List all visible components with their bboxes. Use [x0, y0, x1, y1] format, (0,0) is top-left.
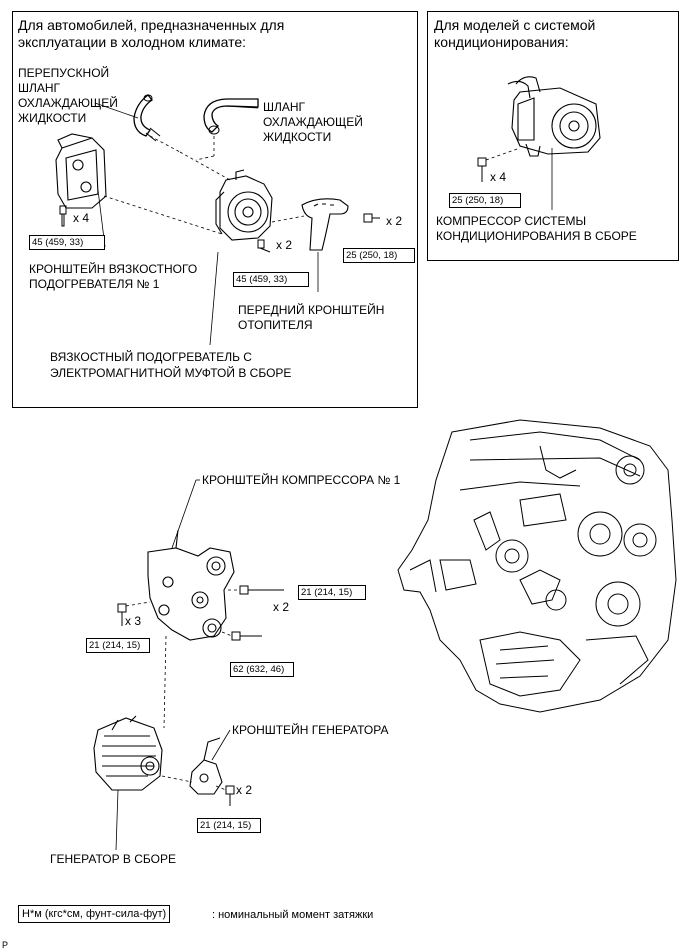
bypass-hose-label: ПЕРЕПУСКНОЙ ШЛАНГ ОХЛАЖДАЮЩЕЙ ЖИДКОСТИ	[18, 66, 118, 125]
right-bolt-qty: x 2	[273, 600, 290, 614]
ac-bolt-qty: x 4	[490, 170, 507, 184]
bracket-torque-box: 45 (459, 33)	[29, 235, 105, 250]
front-heater-bracket-drawing	[301, 198, 349, 251]
torque-legend-box: Н*м (кгс*см, фунт-сила-фут)	[18, 905, 171, 923]
ac-models-panel	[427, 11, 679, 261]
lower-bolt-torque-box: 62 (632, 46)	[230, 662, 294, 677]
generator-bracket-drawing	[189, 737, 223, 795]
front-bracket-torque-box: 25 (250, 18)	[343, 248, 415, 263]
bypass-hose-drawing	[133, 94, 161, 142]
viscous-bracket-label: КРОНШТЕЙН ВЯЗКОСТНОГО ПОДОГРЕВАТЕЛЯ № 1	[29, 262, 198, 291]
left-bolt-qty: x 3	[125, 614, 142, 628]
coolant-hose-drawing	[203, 98, 259, 135]
ac-torque-box: 25 (250, 18)	[449, 193, 521, 208]
front-bracket-bolt-qty: x 2	[386, 214, 403, 228]
right-bolt-torque-box: 21 (214, 15)	[298, 585, 366, 600]
heater-bolt-qty: x 2	[276, 238, 293, 252]
generator-label: ГЕНЕРАТОР В СБОРЕ	[50, 852, 176, 866]
left-bolt-torque-box: 21 (214, 15)	[86, 638, 150, 653]
cold-climate-panel	[12, 11, 418, 408]
viscous-heater-label: ВЯЗКОСТНЫЙ ПОДОГРЕВАТЕЛЬ С ЭЛЕКТРОМАГНИТ…	[50, 350, 292, 380]
generator-bolt-qty: x 2	[236, 783, 253, 797]
torque-legend-text: : номинальный момент затяжки	[212, 909, 374, 921]
cold-bolts	[59, 205, 380, 253]
bracket-bolts	[117, 585, 284, 641]
viscous-heater-bracket-drawing	[55, 133, 107, 209]
ac-bolt	[477, 157, 487, 182]
compressor-bracket-drawing	[147, 529, 235, 641]
generator-bracket-label: КРОНШТЕЙН ГЕНЕРАТОРА	[232, 723, 389, 737]
compressor-bracket-label: КРОНШТЕЙН КОМПРЕССОРА № 1	[202, 473, 401, 487]
corner-mark: P	[2, 940, 9, 950]
generator-drawing	[93, 715, 163, 791]
coolant-hose-label: ШЛАНГ ОХЛАЖДАЮЩЕЙ ЖИДКОСТИ	[263, 100, 363, 144]
viscous-heater-drawing	[215, 169, 273, 241]
cold-climate-title: Для автомобилей, предназначенных для экс…	[18, 17, 285, 50]
generator-torque-box: 21 (214, 15)	[197, 818, 261, 833]
ac-compressor-label: КОМПРЕССОР СИСТЕМЫ КОНДИЦИОНИРОВАНИЯ В С…	[436, 214, 637, 243]
generator-bolt	[225, 785, 235, 806]
heater-torque-box: 45 (459, 33)	[233, 272, 309, 287]
front-heater-bracket-label: ПЕРЕДНИЙ КРОНШТЕЙН ОТОПИТЕЛЯ	[238, 303, 385, 332]
ac-compressor-drawing	[507, 76, 601, 157]
bracket-bolt-qty: x 4	[73, 211, 90, 225]
engine-drawing	[397, 419, 677, 713]
ac-models-title: Для моделей с системой кондиционирования…	[434, 17, 596, 50]
